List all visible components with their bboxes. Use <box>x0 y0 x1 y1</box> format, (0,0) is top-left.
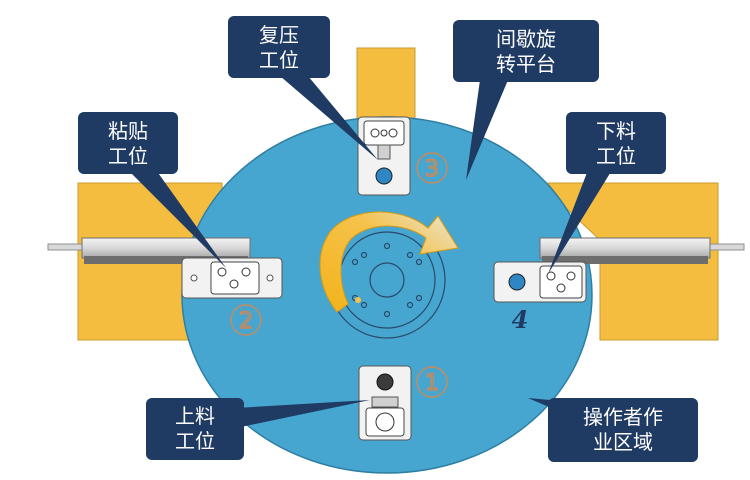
svg-text:间歇旋: 间歇旋 <box>496 27 556 51</box>
station-number-1: 1 <box>416 366 448 398</box>
station-number-4: 4 <box>512 305 529 334</box>
top-fixture <box>357 116 411 196</box>
bottom-fixture <box>358 365 412 441</box>
callout-left-station: 粘贴 工位 <box>78 112 226 268</box>
callout-platform: 间歇旋 转平台 <box>453 20 599 180</box>
svg-text:工位: 工位 <box>259 48 299 72</box>
svg-text:复压: 复压 <box>259 23 299 47</box>
callout-bottom-station: 上料 工位 <box>146 398 370 460</box>
callout-operator-area: 操作者作 业区域 <box>528 398 698 462</box>
callout-top-station: 复压 工位 <box>228 16 378 160</box>
top-yellow-frame <box>356 47 416 121</box>
svg-text:粘贴: 粘贴 <box>108 119 148 143</box>
svg-text:工位: 工位 <box>175 429 215 453</box>
svg-text:操作者作: 操作者作 <box>583 405 663 429</box>
svg-text:工位: 工位 <box>108 144 148 168</box>
svg-text:1: 1 <box>425 371 439 396</box>
station-number-2: 2 <box>230 304 262 336</box>
rotation-arrow <box>319 211 459 313</box>
svg-text:工位: 工位 <box>596 144 636 168</box>
svg-text:上料: 上料 <box>175 404 215 428</box>
right-fixture <box>493 261 587 303</box>
callout-right-station: 下料 工位 <box>548 112 666 274</box>
svg-text:转平台: 转平台 <box>496 52 556 76</box>
hub-marker <box>355 297 361 303</box>
svg-text:下料: 下料 <box>596 119 636 143</box>
station-number-3: 3 <box>416 152 448 184</box>
right-arm <box>539 237 745 264</box>
svg-text:业区域: 业区域 <box>593 430 653 454</box>
svg-text:2: 2 <box>239 309 253 334</box>
svg-text:3: 3 <box>425 157 439 182</box>
left-fixture <box>181 257 283 299</box>
